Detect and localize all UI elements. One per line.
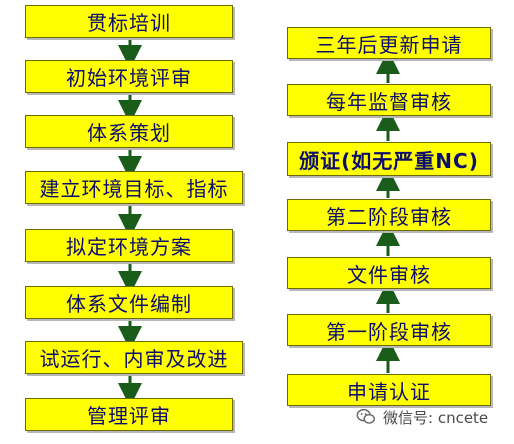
step-stage2-audit: 第二阶段审核 xyxy=(287,199,491,231)
step-initial-review: 初始环境评审 xyxy=(25,60,233,93)
watermark: 微信号: cncete xyxy=(355,406,488,428)
step-annual-surveillance: 每年监督审核 xyxy=(287,84,491,116)
step-apply-certification: 申请认证 xyxy=(287,374,491,406)
step-system-planning: 体系策划 xyxy=(25,115,233,148)
step-training: 贯标培训 xyxy=(25,5,233,38)
step-stage1-audit: 第一阶段审核 xyxy=(287,314,491,346)
wechat-icon xyxy=(356,408,375,424)
watermark-text: 微信号: cncete xyxy=(383,408,489,427)
step-management-review: 管理评审 xyxy=(25,398,233,431)
step-document-audit: 文件审核 xyxy=(287,257,491,289)
step-trial-run: 试运行、内审及改进 xyxy=(25,341,243,374)
step-env-program: 拟定环境方案 xyxy=(25,229,233,262)
step-documentation: 体系文件编制 xyxy=(25,286,233,319)
step-certificate-issue: 颁证(如无严重NC) xyxy=(287,142,491,176)
step-recertification: 三年后更新申请 xyxy=(287,27,491,59)
step-objectives: 建立环境目标、指标 xyxy=(25,171,243,204)
